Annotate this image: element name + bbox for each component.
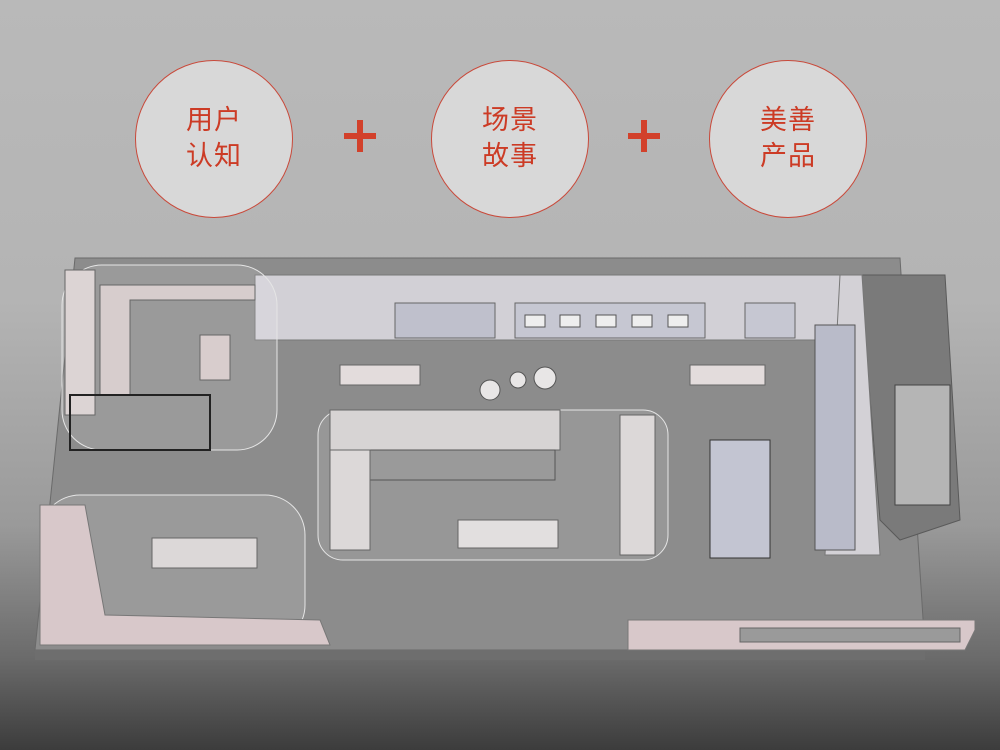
right-counter — [744, 302, 796, 339]
display-island — [709, 439, 771, 559]
center-island — [457, 519, 559, 549]
center-side — [329, 449, 371, 551]
concept-text: 认知 — [186, 141, 242, 172]
dining-table-left — [339, 364, 421, 386]
kitchen-2-wall — [39, 504, 331, 646]
kitchen-1-island — [199, 334, 231, 381]
cabinet-block — [394, 302, 496, 339]
dining-table-right — [689, 364, 766, 386]
plus-icon — [626, 118, 662, 154]
concept-text: 美善 — [760, 105, 816, 136]
right-room-window — [894, 384, 951, 506]
concept-circle-scene-story: 场景 故事 — [431, 60, 589, 218]
floor-edge — [35, 650, 925, 660]
plus-icon — [342, 118, 378, 154]
concept-circle-user-cognition: 用户 认知 — [135, 60, 293, 218]
center-counter — [364, 449, 556, 481]
kitchen-2-island — [151, 537, 258, 569]
concept-text: 场景 — [482, 105, 538, 136]
kitchen-1-frame — [69, 394, 211, 451]
concept-text: 故事 — [482, 141, 538, 172]
center-wall — [329, 409, 561, 451]
concept-circle-good-product: 美善 产品 — [709, 60, 867, 218]
center-right-wall — [619, 414, 656, 556]
bottom-display-inner — [739, 627, 961, 643]
kitchen-1-wall — [64, 269, 96, 416]
concept-text: 产品 — [760, 141, 816, 172]
lounge-chairs — [479, 366, 557, 401]
right-wall-cabinets — [814, 324, 856, 551]
concept-text: 用户 — [186, 105, 242, 136]
